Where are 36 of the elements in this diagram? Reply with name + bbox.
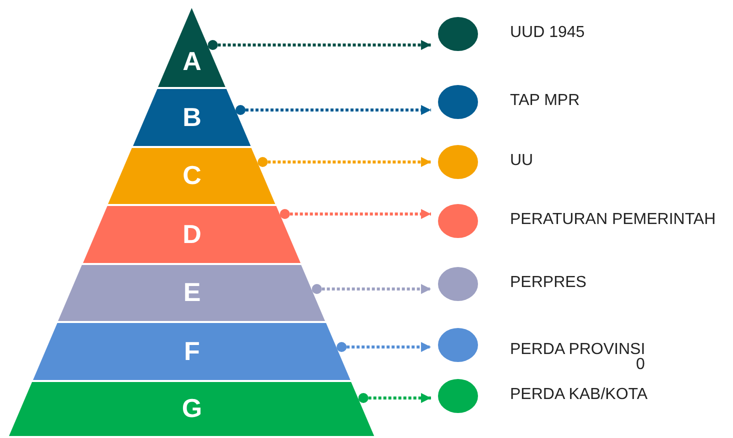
pyramid-band [83, 206, 301, 263]
level-name: PERDA KAB/KOTA [510, 386, 648, 404]
circle-marker [437, 266, 479, 302]
pyramid-band [133, 89, 251, 146]
circle-marker [437, 84, 479, 120]
band-letter: E [182, 277, 202, 308]
dotted-arrow [336, 342, 431, 352]
dotted-arrow [208, 40, 431, 50]
stray-digit: 0 [636, 356, 645, 374]
dotted-arrow [358, 393, 431, 403]
circle-marker [437, 378, 479, 414]
level-name: PERDA PROVINSI [510, 341, 646, 358]
dotted-arrow [236, 105, 431, 115]
band-letter: B [182, 102, 202, 132]
level-name: UU [510, 152, 534, 170]
band-letter: F [183, 336, 201, 366]
pyramid-band [58, 265, 326, 321]
level-name: PERATURAN PEMERINTAH [510, 211, 716, 229]
band-letter: D [182, 218, 202, 250]
circle-marker [437, 203, 479, 239]
circle-marker [437, 327, 479, 363]
level-name: TAP MPR [510, 92, 580, 110]
band-letter: G [180, 393, 204, 424]
level-name: PERPRES [510, 274, 586, 292]
level-name: UUD 1945 [510, 24, 585, 42]
pyramid-band [9, 382, 375, 436]
pyramid-band [108, 148, 276, 204]
pyramid-tip [158, 8, 226, 87]
band-letter: A [182, 46, 202, 76]
dotted-arrow [312, 284, 431, 294]
dotted-arrow [280, 209, 431, 219]
dotted-arrow [258, 157, 431, 167]
pyramid-band [33, 323, 351, 380]
circle-marker [437, 16, 479, 52]
circle-marker [437, 144, 479, 180]
band-letter: C [182, 160, 202, 191]
